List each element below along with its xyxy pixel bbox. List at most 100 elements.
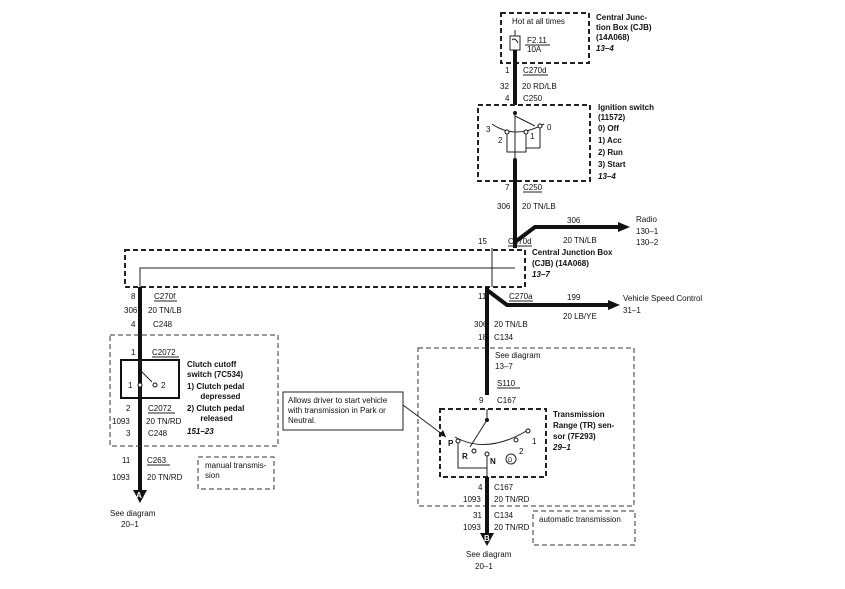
svg-text:31–1: 31–1 [623, 306, 641, 315]
svg-text:Clutch cutoff: Clutch cutoff [187, 360, 237, 369]
svg-text:depressed: depressed [187, 392, 240, 401]
terminal-b-arrow-icon [480, 533, 494, 546]
svg-text:20 TN/LB: 20 TN/LB [148, 306, 182, 315]
svg-text:(14A068): (14A068) [596, 33, 630, 42]
svg-text:C167: C167 [497, 396, 517, 405]
svg-text:P: P [448, 439, 454, 448]
svg-text:C248: C248 [153, 320, 173, 329]
svg-text:A: A [136, 491, 142, 500]
svg-text:2) Run: 2) Run [598, 148, 623, 157]
svg-text:7: 7 [505, 183, 510, 192]
svg-text:0) Off: 0) Off [598, 124, 619, 133]
svg-text:switch (7C534): switch (7C534) [187, 370, 243, 379]
svg-text:Allows driver to start vehicle: Allows driver to start vehicle [288, 396, 388, 405]
svg-text:20 TN/LB: 20 TN/LB [494, 320, 528, 329]
splice-s110-dot [485, 383, 489, 387]
automatic-transmission-note-box [532, 510, 636, 546]
svg-text:2: 2 [126, 404, 131, 413]
vsc-label: Vehicle Speed Control [623, 294, 702, 303]
svg-text:130–2: 130–2 [636, 238, 659, 247]
cjb-top-box: Hot at all times F2.11 10A [500, 12, 590, 64]
tr-sensor-box: P R N D 2 1 [439, 408, 547, 478]
clutch-area [109, 334, 279, 447]
svg-text:C263: C263 [147, 456, 167, 465]
svg-text:13–7: 13–7 [532, 270, 550, 279]
svg-text:C134: C134 [494, 511, 514, 520]
svg-text:C250: C250 [523, 94, 543, 103]
svg-text:306: 306 [567, 216, 581, 225]
svg-text:Neutral.: Neutral. [288, 416, 316, 425]
svg-text:with transmission in Park or: with transmission in Park or [287, 406, 386, 415]
svg-text:Transmission: Transmission [553, 410, 605, 419]
svg-text:3) Start: 3) Start [598, 160, 626, 169]
svg-text:2: 2 [498, 136, 503, 145]
svg-text:13–7: 13–7 [495, 362, 513, 371]
ignition-contact-arm [514, 115, 536, 127]
wire-radio-branch [513, 225, 620, 244]
svg-text:C270f: C270f [154, 292, 176, 301]
svg-text:4: 4 [505, 94, 510, 103]
svg-text:Central Junc-: Central Junc- [596, 13, 647, 22]
svg-text:31: 31 [473, 511, 482, 520]
svg-text:151–23: 151–23 [187, 427, 214, 436]
svg-text:3: 3 [486, 125, 491, 134]
svg-text:Range (TR) sen-: Range (TR) sen- [553, 421, 615, 430]
svg-text:See diagram: See diagram [110, 509, 156, 518]
cjb-top-outline [500, 12, 590, 64]
radio-label: Radio [636, 215, 657, 224]
svg-text:C270d: C270d [508, 237, 532, 246]
svg-text:automatic transmission: automatic transmission [539, 515, 621, 524]
cjb-top-title: Central Junc- tion Box (CJB) (14A068) 13… [596, 13, 652, 53]
svg-text:Ignition switch: Ignition switch [598, 103, 654, 112]
svg-text:306: 306 [497, 202, 511, 211]
svg-text:1: 1 [530, 132, 535, 141]
svg-text:1093: 1093 [463, 523, 481, 532]
svg-text:199: 199 [567, 293, 581, 302]
clutch-contact-arm [139, 369, 153, 383]
cjb-mid-box [124, 248, 526, 288]
svg-text:Central Junction Box: Central Junction Box [532, 248, 613, 257]
tr-sensor-arc [454, 429, 529, 446]
svg-text:2: 2 [161, 381, 166, 390]
svg-text:29–1: 29–1 [552, 443, 571, 452]
svg-text:released: released [187, 414, 233, 423]
ignition-arc [491, 123, 545, 133]
svg-text:20 TN/RD: 20 TN/RD [146, 417, 182, 426]
svg-text:C248: C248 [148, 429, 168, 438]
svg-text:(CJB) (14A068): (CJB) (14A068) [532, 259, 589, 268]
svg-text:11: 11 [478, 292, 487, 301]
ignition-switch-box: 3 2 1 0 [477, 104, 591, 182]
svg-text:306: 306 [474, 320, 488, 329]
hot-at-all-times-label: Hot at all times [512, 17, 565, 26]
svg-text:20 RD/LB: 20 RD/LB [522, 82, 557, 91]
svg-text:306: 306 [124, 306, 138, 315]
wire-vsc-branch [485, 288, 610, 307]
svg-text:3: 3 [126, 429, 131, 438]
svg-text:4: 4 [131, 320, 136, 329]
svg-text:130–1: 130–1 [636, 227, 659, 236]
svg-text:1093: 1093 [112, 417, 130, 426]
clutch-switch-box: 1 2 [120, 359, 180, 399]
svg-text:1: 1 [131, 348, 136, 357]
svg-text:0: 0 [547, 123, 552, 132]
manual-transmission-note-box [197, 456, 275, 490]
svg-text:1: 1 [505, 66, 510, 75]
svg-text:tion Box (CJB): tion Box (CJB) [596, 23, 652, 32]
radio-arrow-icon [618, 222, 630, 232]
svg-text:9: 9 [479, 396, 484, 405]
svg-text:15: 15 [478, 237, 487, 246]
svg-text:1) Acc: 1) Acc [598, 136, 622, 145]
svg-text:20 TN/LB: 20 TN/LB [563, 236, 597, 245]
tr-sensor-title: Transmission Range (TR) sen- sor (7F293)… [552, 410, 615, 452]
svg-text:2: 2 [519, 447, 524, 456]
tr-sensor-contact-arm [469, 419, 488, 448]
svg-text:32: 32 [500, 82, 509, 91]
cjb-top-ref: 13–4 [596, 44, 614, 53]
svg-text:See diagram: See diagram [466, 550, 512, 559]
svg-text:S110: S110 [497, 379, 516, 388]
svg-text:sion: sion [205, 471, 220, 480]
svg-text:2) Clutch pedal: 2) Clutch pedal [187, 404, 244, 413]
svg-text:4: 4 [478, 483, 483, 492]
automatic-transmission-area [417, 347, 635, 507]
